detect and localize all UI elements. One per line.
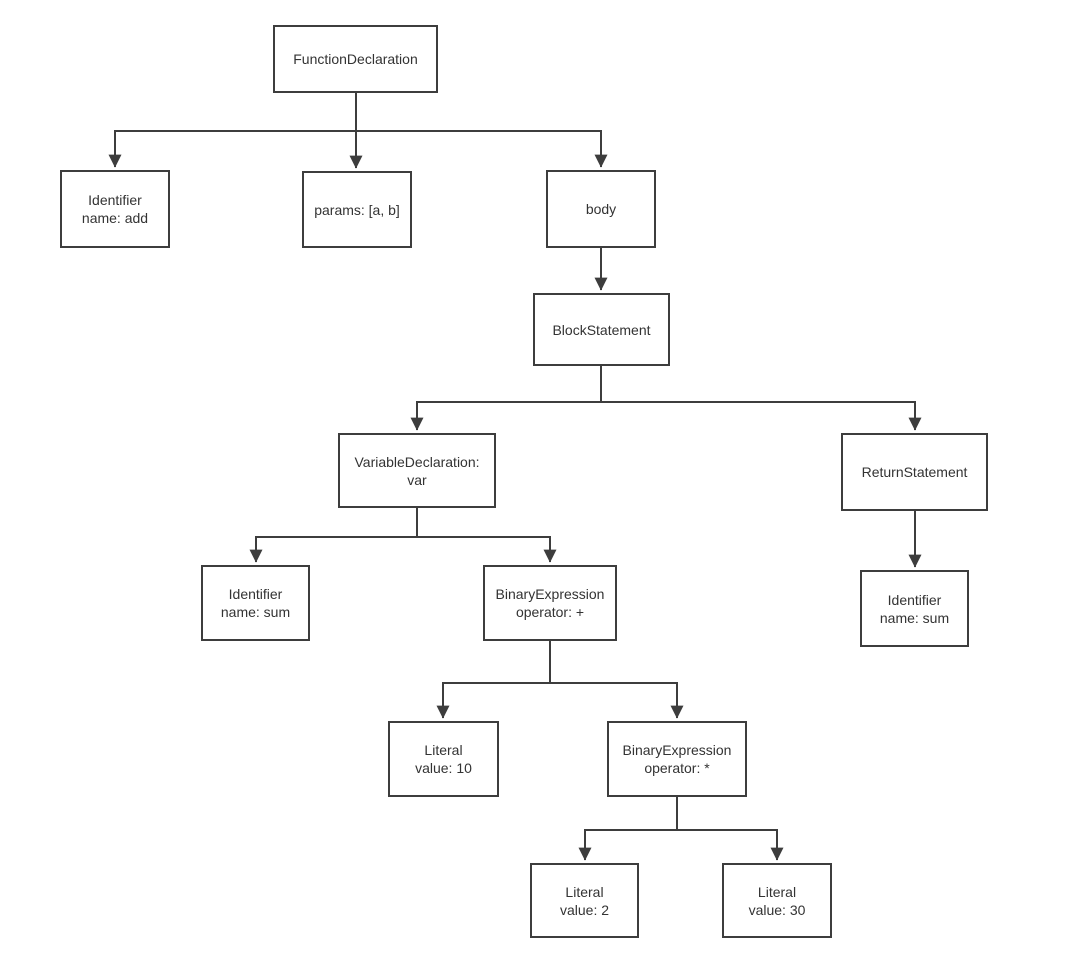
edge-binary-times-to-literal-2	[578, 797, 678, 861]
node-binary-expression-times: BinaryExpression operator: *	[607, 721, 747, 797]
edge-binary-plus-to-literal-10	[436, 641, 551, 719]
edge-block-to-variable-declaration	[410, 366, 602, 431]
node-label: value: 30	[748, 901, 806, 918]
node-label: ReturnStatement	[861, 464, 968, 480]
edge-block-to-return-statement	[600, 366, 922, 431]
node-label: operator: +	[515, 604, 585, 620]
node-label: name: sum	[879, 609, 950, 626]
node-label: var	[407, 471, 427, 488]
node-label: BinaryExpression	[495, 586, 605, 602]
node-label: name: add	[81, 210, 149, 226]
node-function-declaration: FunctionDeclaration	[273, 25, 438, 93]
node-identifier-add: Identifier name: add	[60, 170, 170, 248]
node-label: Identifier	[887, 591, 942, 608]
node-label: VariableDeclaration:	[354, 453, 480, 470]
node-params: params: [a, b]	[302, 171, 412, 248]
node-label: BinaryExpression	[622, 742, 732, 758]
edge-fn-to-identifier-add	[108, 93, 357, 168]
node-label: body	[585, 201, 617, 217]
node-label: value: 2	[559, 901, 610, 918]
node-return-statement: ReturnStatement	[841, 433, 988, 511]
edge-vardecl-to-binary-plus	[416, 508, 557, 563]
node-label: FunctionDeclaration	[293, 51, 418, 67]
node-label: Identifier	[228, 586, 283, 602]
node-body: body	[546, 170, 656, 248]
node-literal-10: Literal value: 10	[388, 721, 499, 797]
node-label: params: [a, b]	[314, 201, 400, 218]
node-identifier-sum-left: Identifier name: sum	[201, 565, 310, 641]
edge-vardecl-to-identifier-sum	[249, 508, 418, 563]
node-label: Literal	[757, 883, 797, 900]
node-label: BlockStatement	[552, 321, 651, 338]
node-label: name: sum	[220, 604, 291, 620]
edge-binary-times-to-literal-30	[676, 797, 784, 861]
edge-binary-plus-to-binary-times	[549, 641, 684, 719]
node-label: Identifier	[88, 192, 142, 208]
node-label: Literal	[565, 883, 604, 900]
node-label: Literal	[424, 742, 463, 758]
node-block-statement: BlockStatement	[533, 293, 670, 366]
edge-fn-to-body	[355, 93, 608, 168]
node-label: value: 10	[415, 760, 472, 776]
node-variable-declaration-var: VariableDeclaration:var	[338, 433, 496, 508]
node-label: operator: *	[644, 760, 710, 776]
node-binary-expression-plus: BinaryExpression operator: +	[483, 565, 617, 641]
